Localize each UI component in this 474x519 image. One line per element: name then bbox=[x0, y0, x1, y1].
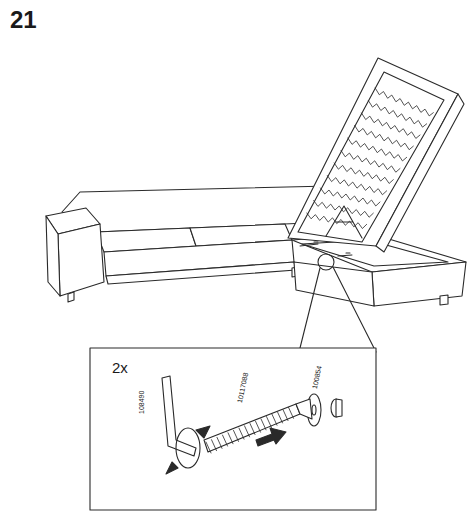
step-number: 21 bbox=[10, 8, 37, 32]
quantity: 2x bbox=[112, 360, 128, 375]
spring bbox=[348, 138, 407, 161]
allen-key bbox=[162, 376, 196, 456]
callout-circle bbox=[318, 254, 334, 270]
sofa-base bbox=[106, 262, 296, 284]
part-number: 108490 bbox=[138, 391, 145, 414]
thread-ring bbox=[239, 428, 244, 439]
bolt-end bbox=[296, 399, 312, 419]
thread-ring bbox=[272, 414, 277, 425]
spring bbox=[375, 88, 433, 116]
sofa-leg bbox=[440, 295, 448, 305]
spring bbox=[327, 176, 386, 195]
spring bbox=[307, 213, 367, 229]
push-arrow bbox=[256, 428, 286, 446]
thread-ring bbox=[217, 437, 222, 448]
rotation-arrow bbox=[166, 426, 210, 474]
thread-ring bbox=[223, 435, 228, 446]
spring bbox=[314, 201, 374, 218]
thread-ring bbox=[267, 417, 272, 428]
spring bbox=[355, 126, 414, 150]
chaise-front bbox=[372, 262, 466, 306]
thread-ring bbox=[283, 410, 288, 421]
spring bbox=[321, 188, 381, 206]
callout-leader bbox=[300, 267, 376, 352]
thread-ring bbox=[212, 440, 217, 451]
bolt-shaft bbox=[204, 404, 300, 452]
thread-ring bbox=[234, 430, 239, 441]
cap-nut-stem bbox=[336, 399, 342, 417]
thread-ring bbox=[250, 424, 255, 435]
detail-frame bbox=[90, 348, 376, 510]
armrest-side bbox=[46, 216, 60, 296]
thread-ring bbox=[256, 421, 261, 432]
gas-strut bbox=[326, 206, 362, 238]
thread-ring bbox=[228, 433, 233, 444]
thread-ring bbox=[261, 419, 266, 430]
washer-hole bbox=[312, 405, 316, 415]
thread-ring bbox=[206, 442, 211, 453]
key-rotation bbox=[176, 428, 200, 468]
sofa-leg bbox=[68, 292, 74, 302]
thread-ring bbox=[289, 407, 294, 418]
sofa-back bbox=[62, 186, 332, 232]
thread-ring bbox=[245, 426, 250, 437]
thread-ring bbox=[278, 412, 283, 423]
lid-frame bbox=[298, 72, 444, 242]
spring bbox=[362, 113, 421, 138]
cap-nut bbox=[331, 399, 341, 417]
armrest-front bbox=[58, 224, 104, 296]
spring bbox=[368, 101, 426, 128]
spring bbox=[334, 163, 393, 183]
